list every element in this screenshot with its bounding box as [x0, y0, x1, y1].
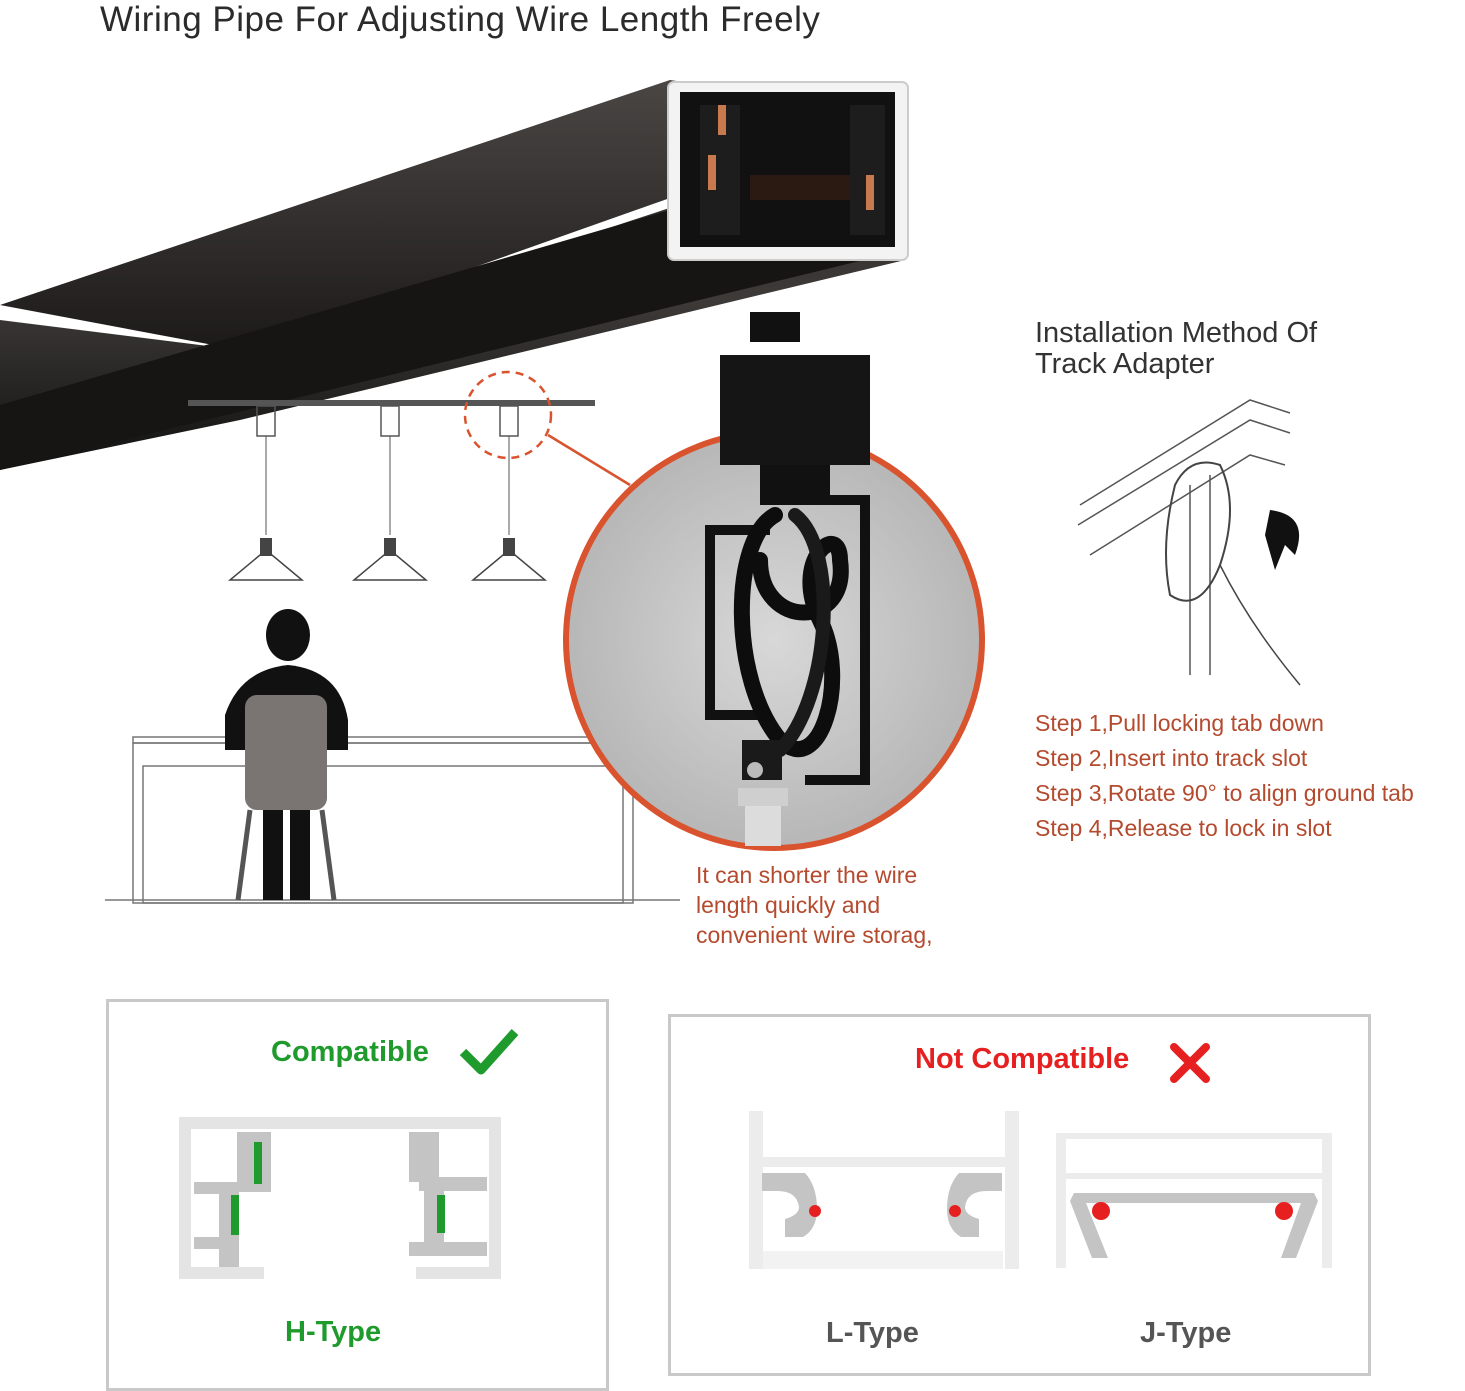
track-rail-image — [0, 80, 909, 470]
installation-title: Installation Method Of Track Adapter — [1035, 318, 1317, 380]
installation-hand-illustration — [1077, 399, 1301, 686]
h-type-label: H-Type — [285, 1316, 382, 1348]
step-4: Step 4,Release to lock in slot — [1035, 815, 1332, 841]
pendant-scene-illustration — [105, 370, 680, 904]
not-compatible-label: Not Compatible — [915, 1043, 1130, 1075]
l-type-label: L-Type — [826, 1317, 919, 1349]
adapter-zoom-image — [563, 312, 985, 851]
installation-steps: Step 1,Pull locking tab down Step 2,Inse… — [1035, 706, 1414, 846]
cross-icon — [1170, 1043, 1210, 1083]
j-type-label: J-Type — [1140, 1317, 1232, 1349]
compatible-box: Compatible H-Type — [106, 999, 609, 1391]
wire-note-line2: length quickly and — [696, 892, 881, 918]
page-title: Wiring Pipe For Adjusting Wire Length Fr… — [100, 0, 821, 39]
check-icon — [459, 1028, 519, 1075]
wire-note-line1: It can shorter the wire — [696, 862, 918, 888]
step-2: Step 2,Insert into track slot — [1035, 745, 1308, 771]
installation-title-line2: Track Adapter — [1035, 348, 1215, 380]
not-compatible-box: Not Compatible L-Type J-Type — [668, 1014, 1371, 1376]
wire-note-line3: convenient wire storag, — [696, 922, 933, 948]
step-3: Step 3,Rotate 90° to align ground tab — [1035, 780, 1414, 806]
h-type-profile — [179, 1117, 501, 1279]
step-1: Step 1,Pull locking tab down — [1035, 710, 1324, 736]
compatible-label: Compatible — [271, 1036, 429, 1068]
wire-note: It can shorter the wire length quickly a… — [696, 860, 933, 950]
l-type-profile — [749, 1111, 1019, 1269]
installation-title-line1: Installation Method Of — [1035, 317, 1318, 349]
j-type-profile — [1056, 1133, 1332, 1268]
